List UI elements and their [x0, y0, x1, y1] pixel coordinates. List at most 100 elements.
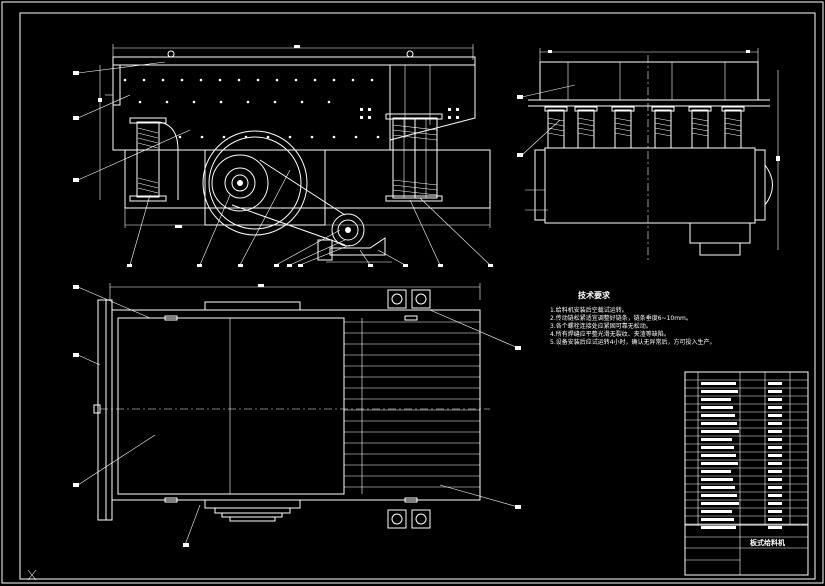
bolt-rows: [123, 78, 380, 139]
side-springs: [544, 106, 745, 149]
parts-list-entry: [701, 494, 737, 497]
spring-column: [577, 109, 595, 149]
left-spring-support: [129, 117, 179, 202]
plan-view: [73, 283, 521, 547]
bolt-dot: [246, 100, 250, 104]
technical-requirements: 技术要求 1.给料机安装后空载试运转。 2.传动链松紧适宜调整好链条，链条垂度6…: [550, 290, 716, 346]
spring-cap: [688, 106, 712, 112]
parts-list-entry: [701, 502, 739, 505]
spring-coil: [614, 117, 632, 122]
bolt-dot: [123, 78, 127, 82]
front-elevation-view: [73, 44, 493, 267]
parts-list-entry: [701, 398, 731, 401]
parts-list-entry: [768, 446, 782, 449]
spring-coil: [614, 127, 632, 132]
parts-list-entry: [768, 438, 782, 441]
plan-bearing-blocks: [387, 289, 431, 529]
spring-column: [724, 109, 742, 149]
tech-req-item-4: 4.所有焊缝应平整光滑无裂纹、夹渣等缺陷。: [550, 330, 670, 338]
bolt-dot: [313, 78, 317, 82]
parts-list-entry: [701, 470, 731, 473]
parts-list-entry: [768, 494, 782, 497]
bolt-dot: [178, 135, 182, 139]
parts-list-entry: [701, 518, 734, 521]
spring-cap: [721, 106, 745, 112]
spring-coil: [654, 127, 672, 132]
parts-list-entry: [701, 462, 738, 465]
spring-column: [614, 109, 632, 149]
parts-list-entry: [768, 462, 782, 465]
parts-list-entry: [701, 526, 736, 529]
parts-list-entry: [768, 526, 782, 529]
bolt-dot: [354, 135, 358, 139]
bolt-dot: [165, 100, 169, 104]
bolt-dot: [327, 100, 331, 104]
spring-coil: [654, 117, 672, 122]
tech-req-item-5: 5.设备安装后应试运转4小时，确认无异常后，方可投入生产。: [550, 338, 716, 346]
bolt-dot: [180, 78, 184, 82]
bolt-dot: [142, 78, 146, 82]
parts-list-entry: [768, 422, 782, 425]
parts-list-entry: [701, 406, 733, 409]
bolt-dot: [138, 100, 142, 104]
parts-list-entry: [701, 414, 735, 417]
parts-list-entry: [768, 390, 782, 393]
parts-list-entry: [768, 414, 782, 417]
plan-slats: [344, 318, 480, 494]
parts-list-rows: [685, 379, 808, 529]
bolt-dot: [200, 135, 204, 139]
bolt-dot: [332, 78, 336, 82]
parts-list-entry: [701, 478, 733, 481]
bolt-dot: [370, 78, 374, 82]
spring-cap: [544, 106, 568, 112]
bolt-dot: [273, 100, 277, 104]
spring-coil: [691, 122, 709, 127]
drawing-name: 板式给料机: [750, 538, 785, 547]
spring-coil: [577, 122, 595, 127]
parts-list-entry: [768, 510, 782, 513]
bolt-dot: [376, 135, 380, 139]
parts-list-entry: [768, 502, 782, 505]
parts-list-entry: [701, 382, 736, 385]
tech-req-item-1: 1.给料机安装后空载试运转。: [550, 306, 628, 314]
spring-cap: [611, 106, 635, 112]
parts-list-entry: [768, 478, 782, 481]
parts-list-entry: [768, 406, 782, 409]
title-block: 板式给料机: [684, 371, 809, 576]
bolt-dot: [222, 135, 226, 139]
spring-column: [691, 109, 709, 149]
spring-coil: [724, 127, 742, 132]
spring-coil: [547, 132, 565, 137]
bolt-dot: [237, 78, 241, 82]
bolt-dot: [256, 78, 260, 82]
parts-list-entry: [701, 510, 732, 513]
parts-list-entry: [768, 398, 782, 401]
tech-req-item-3: 3.各个螺栓连接处应紧固可靠无松动。: [550, 322, 652, 330]
parts-list-entry: [701, 454, 736, 457]
spring-coil: [547, 117, 565, 122]
drive-sprocket: [202, 130, 326, 236]
tech-req-item-2: 2.传动链松紧适宜调整好链条，链条垂度6~10mm。: [550, 314, 692, 322]
tech-req-title: 技术要求: [578, 290, 611, 300]
spring-coil: [614, 132, 632, 137]
parts-list-entry: [768, 518, 782, 521]
spring-coil: [654, 132, 672, 137]
parts-list-entry: [701, 486, 735, 489]
front-leaders: [77, 61, 491, 266]
bolt-dot: [275, 78, 279, 82]
parts-list-entry: [768, 430, 782, 433]
spring-coil: [577, 117, 595, 122]
parts-list-entry: [768, 454, 782, 457]
spring-column: [654, 109, 672, 149]
spring-coil: [691, 132, 709, 137]
right-spring-support: [385, 113, 443, 202]
spring-coil: [691, 127, 709, 132]
spring-coil: [654, 122, 672, 127]
spring-coil: [724, 117, 742, 122]
spring-cap: [651, 106, 675, 112]
bolt-dot: [351, 78, 355, 82]
parts-list-entry: [701, 430, 739, 433]
spring-coil: [724, 132, 742, 137]
